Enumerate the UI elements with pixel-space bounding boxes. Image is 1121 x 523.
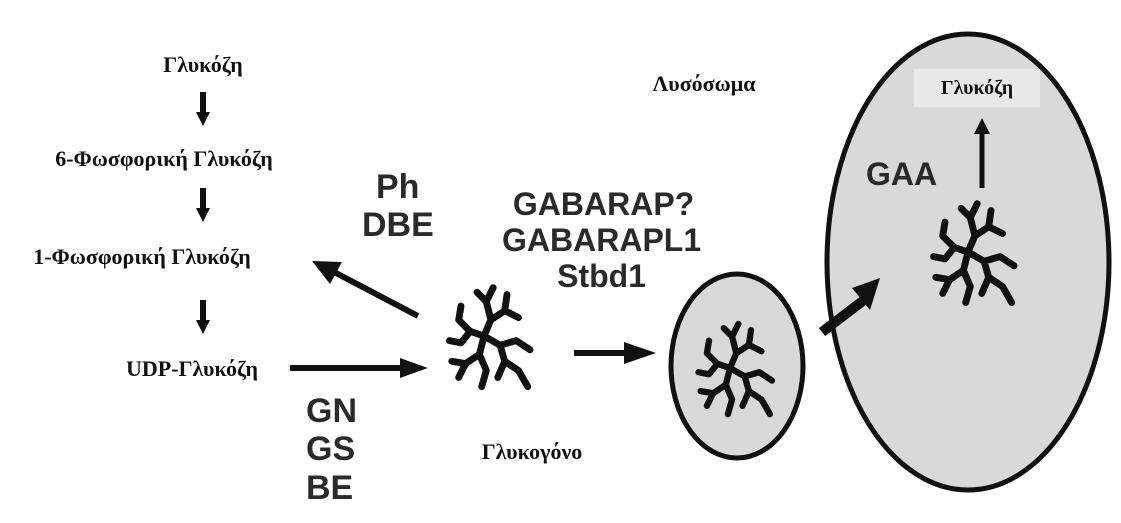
glycogen-molecule-free	[450, 288, 531, 387]
degradation-arrow	[312, 261, 418, 316]
protein-gabarap: GABARAP?	[506, 186, 701, 222]
pathway-arrow-3	[196, 300, 210, 334]
pathway-arrow-1	[196, 92, 210, 126]
synthesis-enzymes: GN GS BE	[306, 392, 357, 507]
enzyme-gs: GS	[306, 430, 357, 468]
lysosome-glucose-label: Γλυκόζη	[941, 78, 1013, 98]
pathway-arrow-2	[196, 188, 210, 222]
glucose-1-phosphate-label: 1-Φωσφορική Γλυκόζη	[33, 246, 251, 268]
gaa-enzyme-label: GAA	[866, 158, 937, 190]
degradation-enzymes: Ph DBE	[362, 168, 434, 245]
enzyme-be: BE	[306, 469, 357, 507]
enzyme-dbe: DBE	[362, 206, 434, 244]
glucose-6-phosphate-label: 6-Φωσφορική Γλυκόζη	[55, 148, 273, 170]
glucose-label: Γλυκόζη	[163, 54, 242, 76]
udp-glucose-label: UDP-Γλυκόζη	[126, 358, 258, 380]
autophagy-arrow	[574, 342, 656, 364]
enzyme-ph: Ph	[362, 168, 434, 206]
protein-stbd1: Stbd1	[502, 258, 701, 294]
autophagosome-ellipse	[671, 274, 803, 458]
lysosome-label: Λυσόσωμα	[653, 73, 756, 95]
glycogen-label: Γλυκογόνο	[482, 441, 583, 463]
enzyme-gn: GN	[306, 392, 357, 430]
autophagy-proteins: GABARAP? GABARAPL1 Stbd1	[502, 186, 701, 294]
synthesis-arrow	[290, 358, 428, 378]
protein-gabarapl1: GABARAPL1	[502, 222, 701, 258]
